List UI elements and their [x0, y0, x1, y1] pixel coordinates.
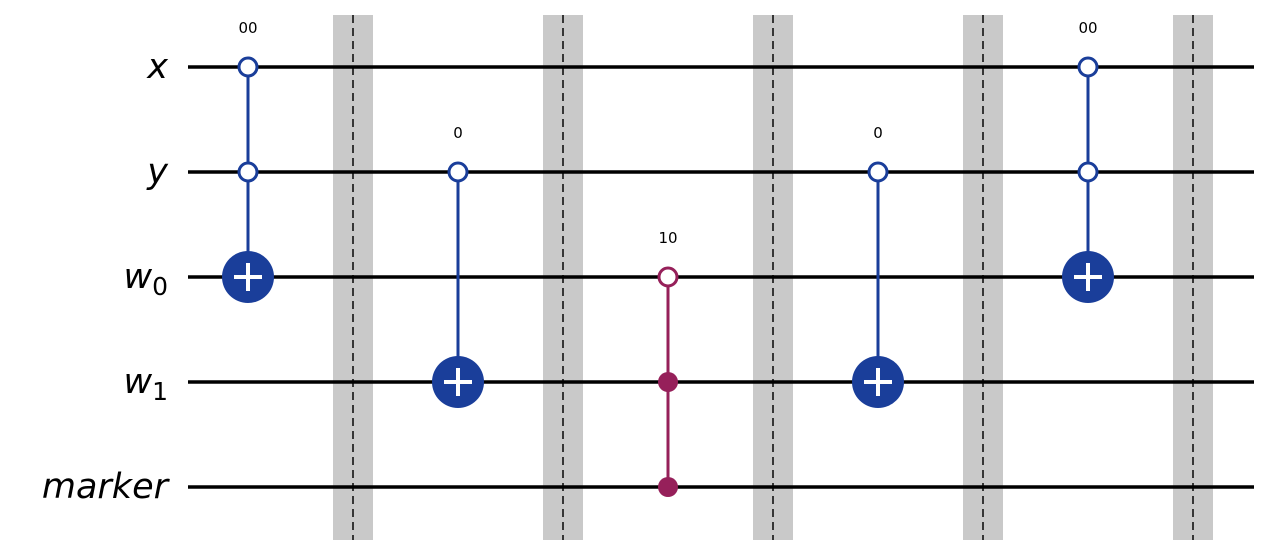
qubit-label-subscript: 0	[152, 272, 168, 301]
target-xor	[1062, 251, 1114, 303]
open-control	[657, 266, 679, 288]
qubit-label-base: w	[123, 257, 152, 297]
qubit-label-base: x	[146, 47, 168, 87]
qubit-label-base: y	[146, 152, 169, 192]
qubit-label-base: w	[123, 362, 152, 402]
gate-mcx: 00	[1062, 19, 1114, 303]
target-xor	[432, 356, 484, 408]
gate-mcx: 00	[222, 19, 274, 303]
open-control	[237, 56, 259, 78]
target-dot	[658, 477, 678, 497]
qubit-label: y	[146, 152, 169, 192]
gate-cx: 0	[432, 124, 484, 408]
gate-mcz: 10	[657, 229, 679, 497]
open-control	[867, 161, 889, 183]
open-control	[1077, 56, 1099, 78]
qubit-label-base: marker	[42, 467, 171, 507]
control-state-label: 0	[873, 124, 883, 142]
closed-control	[658, 372, 678, 392]
qubit-label-subscript: 1	[152, 377, 168, 406]
control-state-label: 10	[658, 229, 677, 247]
open-control	[1077, 161, 1099, 183]
control-state-label: 0	[453, 124, 463, 142]
open-control	[447, 161, 469, 183]
target-xor	[222, 251, 274, 303]
qubit-label: w1	[123, 362, 168, 406]
open-control	[237, 161, 259, 183]
control-state-label: 00	[238, 19, 257, 37]
qubit-label: x	[146, 47, 168, 87]
target-xor	[852, 356, 904, 408]
control-state-label: 00	[1078, 19, 1097, 37]
qubit-label: w0	[123, 257, 168, 301]
qubit-label: marker	[42, 467, 171, 507]
gate-cx: 0	[852, 124, 904, 408]
